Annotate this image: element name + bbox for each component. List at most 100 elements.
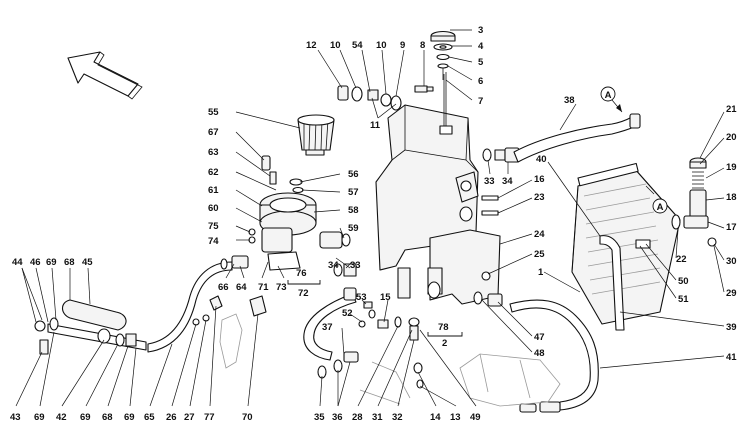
callout-28: 28 [352, 412, 363, 423]
callout-27: 27 [184, 412, 195, 423]
callout-77: 77 [204, 412, 215, 423]
callout-72: 72 [298, 288, 309, 299]
reference-marker-a-top: A [600, 86, 623, 113]
callout-7: 7 [478, 96, 483, 107]
callout-39: 39 [726, 322, 737, 333]
callout-18: 18 [726, 192, 737, 203]
callout-68: 68 [102, 412, 113, 423]
oil-filter [297, 114, 335, 156]
callout-10: 10 [330, 40, 341, 51]
callout-38: 38 [564, 95, 575, 106]
callout-61: 61 [208, 185, 219, 196]
tank-outlet-fitting [482, 147, 520, 163]
callout-59: 59 [348, 223, 359, 234]
callout-32: 32 [392, 412, 403, 423]
cooler-feed-hose [513, 113, 641, 163]
callout-60: 60 [208, 203, 219, 214]
callout-69: 69 [124, 412, 135, 423]
callout-48: 48 [534, 348, 545, 359]
callout-31: 31 [372, 412, 383, 423]
callout-67: 67 [208, 127, 219, 138]
callout-62: 62 [208, 167, 219, 178]
engine-mount-outline [359, 353, 561, 407]
callout-45: 45 [82, 257, 93, 268]
group-brackets [287, 280, 463, 337]
callout-24: 24 [534, 229, 545, 240]
callout-76: 76 [296, 268, 307, 279]
callout-54: 54 [352, 40, 363, 51]
tank-sender-flange [455, 171, 479, 222]
callout-36: 36 [332, 412, 343, 423]
callout-41: 41 [726, 352, 737, 363]
leader-lines [15, 29, 725, 407]
callout-15: 15 [380, 292, 391, 303]
callout-10: 10 [376, 40, 387, 51]
callout-5: 5 [478, 57, 484, 68]
callout-69: 69 [34, 412, 45, 423]
filter-housing [259, 178, 351, 271]
callout-69: 69 [80, 412, 91, 423]
callout-33: 33 [350, 260, 361, 271]
callout-69: 69 [46, 257, 57, 268]
callout-42: 42 [56, 412, 67, 423]
callout-8: 8 [420, 40, 425, 51]
callout-22: 22 [676, 254, 687, 265]
oil-cooler [571, 162, 681, 331]
callout-25: 25 [534, 249, 545, 260]
svg-text:A: A [605, 90, 612, 101]
callout-58: 58 [348, 205, 359, 216]
cooler-union-fittings [473, 291, 503, 307]
callout-12: 12 [306, 40, 317, 51]
callout-74: 74 [208, 236, 219, 247]
union-small-parts [358, 309, 424, 389]
pressure-sensors [248, 155, 277, 244]
callout-17: 17 [726, 222, 737, 233]
feed-hose-assembly [34, 299, 147, 355]
callout-63: 63 [208, 147, 219, 158]
tank-inlet-fittings [337, 85, 434, 111]
callout-6: 6 [478, 76, 483, 87]
callout-1: 1 [538, 267, 544, 278]
callout-13: 13 [450, 412, 461, 423]
callout-65: 65 [144, 412, 155, 423]
mounting-bolts [481, 195, 499, 216]
callout-66: 66 [218, 282, 229, 293]
tank-cap-stack [430, 30, 456, 80]
callout-19: 19 [726, 162, 737, 173]
thermostat-assembly [635, 157, 717, 249]
callout-57: 57 [348, 187, 359, 198]
callout-71: 71 [258, 282, 269, 293]
callout-26: 26 [166, 412, 177, 423]
callout-49: 49 [470, 412, 481, 423]
callout-29: 29 [726, 288, 737, 299]
oil-feed-pipe [147, 255, 249, 353]
callout-78: 78 [438, 322, 449, 333]
callout-14: 14 [430, 412, 441, 423]
callout-34: 34 [502, 176, 513, 187]
callout-23: 23 [534, 192, 545, 203]
tank-bracket [397, 229, 501, 305]
callout-16: 16 [534, 174, 545, 185]
callout-11: 11 [370, 120, 381, 131]
callout-44: 44 [12, 257, 23, 268]
callout-70: 70 [242, 412, 253, 423]
callout-4: 4 [478, 41, 484, 52]
callout-20: 20 [726, 132, 737, 143]
callout-46: 46 [30, 257, 41, 268]
callout-56: 56 [348, 169, 359, 180]
callout-43: 43 [10, 412, 21, 423]
callout-35: 35 [314, 412, 325, 423]
callout-53: 53 [356, 292, 367, 303]
callout-30: 30 [726, 256, 737, 267]
arrow-up-left-icon [67, 51, 143, 100]
callout-9: 9 [400, 40, 405, 51]
callout-64: 64 [236, 282, 247, 293]
callout-2: 2 [442, 338, 447, 349]
callout-34: 34 [328, 260, 339, 271]
callout-51: 51 [678, 294, 689, 305]
callout-labels: 3 4 5 6 7 12 10 54 10 9 8 11 55 67 63 62… [10, 25, 737, 423]
callout-33: 33 [484, 176, 495, 187]
cooler-return-hose [509, 299, 599, 413]
